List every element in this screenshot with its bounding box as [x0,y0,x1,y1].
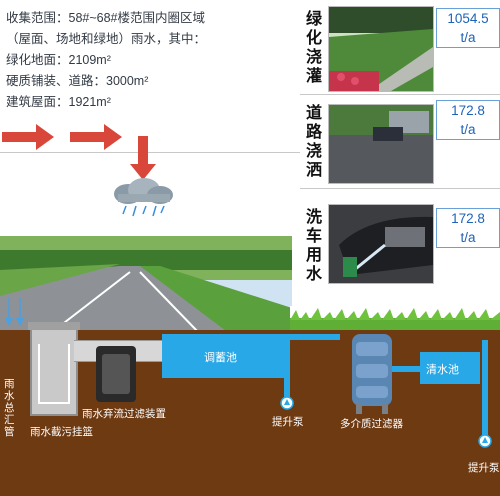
divider [300,188,500,189]
basket-label: 雨水截污挂篮 [30,426,93,438]
info-line-4: 硬质铺装、道路：3000m² [6,74,149,88]
filter-leg [382,404,388,414]
storage-tank: 调蓄池 [162,334,290,378]
info-line-2: （屋面、场地和绿地）雨水，其中： [6,32,207,46]
divider [300,94,500,95]
info-line-1: 收集范围：58#~68#楼范围内圈区域 [6,11,206,25]
lawn-sprinkler-photo [328,6,434,92]
filter-leg [356,404,362,414]
rain-cloud-icon [114,178,173,217]
street-scene-image [0,236,292,335]
filter-device-label: 雨水弃流过滤装置 [82,408,166,420]
right-arrow-icon [70,124,122,150]
main-pipe-label: 雨水总汇管 [4,378,15,438]
divider [0,152,300,153]
pump-pipe [284,334,290,404]
pump-icon [280,396,294,410]
pump-icon [478,434,492,448]
info-line-3: 绿化地面：2109m² [6,53,111,67]
use-label-irrigation: 绿化浇灌 [305,11,322,85]
info-line-5: 建筑屋面：1921m² [6,95,111,109]
media-filter-label: 多介质过滤器 [340,418,403,430]
clear-water-pool: 清水池 [420,352,480,384]
pump-label-1: 提升泵 [272,416,304,428]
multi-media-filter [352,334,392,406]
rainwater-filter-device [96,346,136,402]
car-washing-photo [328,204,434,284]
pump-label-2: 提升泵 [468,462,500,474]
collection-well [30,328,78,416]
connecting-pipe [392,366,420,372]
collection-info: 收集范围：58#~68#楼范围内圈区域 （屋面、场地和绿地）雨水，其中： 绿化地… [6,8,296,113]
road-washing-photo [328,104,434,184]
well-lid [28,322,80,330]
pump-pipe [482,340,488,440]
pump-pipe [290,334,340,340]
right-arrow-icon [2,124,54,150]
down-arrow-icon [130,136,156,180]
use-label-road: 道路浇洒 [305,105,322,179]
use-label-carwash: 洗车用水 [305,209,322,283]
down-arrow-icon [5,298,24,326]
